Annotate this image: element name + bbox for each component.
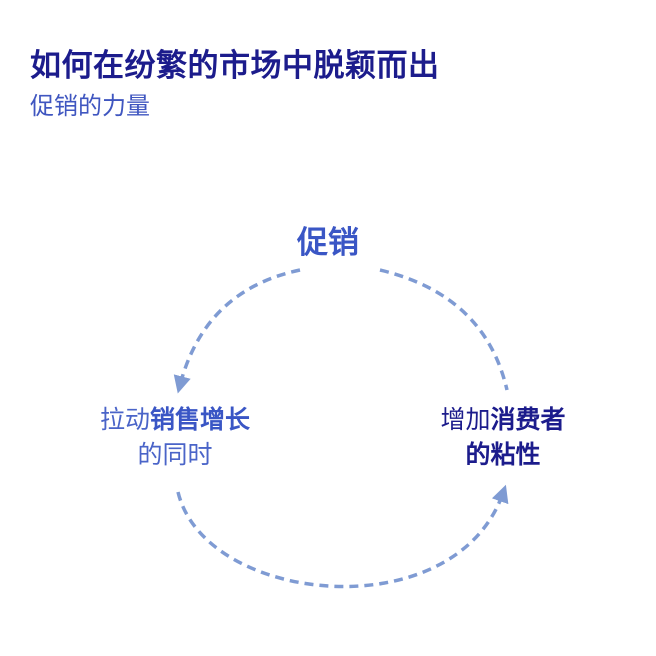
- page-subtitle: 促销的力量: [30, 92, 150, 120]
- page-title: 如何在纷繁的市场中脱颖而出: [30, 48, 440, 84]
- node-promotion-label: 促销: [297, 225, 359, 261]
- node-left-line2: 的同时: [137, 439, 213, 469]
- arc-top-left-arrow: [173, 268, 301, 394]
- node-right-prefix: 增加: [440, 405, 491, 434]
- arc-bottom-arrow: [176, 484, 509, 589]
- cycle-node-consumer-stickiness: 增加消费者 的粘性: [388, 403, 618, 472]
- node-right-line2: 的粘性: [465, 439, 541, 469]
- node-left-prefix: 拉动: [99, 405, 150, 434]
- node-right-line1: 增加消费者: [388, 403, 618, 438]
- cycle-node-sales-growth: 拉动销售增长 的同时: [60, 403, 290, 472]
- arc-top-right: [379, 268, 509, 391]
- node-left-line1: 拉动销售增长: [60, 403, 290, 438]
- node-right-emphasis: 消费者: [490, 405, 566, 434]
- cycle-node-promotion: 促销: [228, 222, 428, 265]
- node-left-emphasis: 销售增长: [150, 405, 251, 434]
